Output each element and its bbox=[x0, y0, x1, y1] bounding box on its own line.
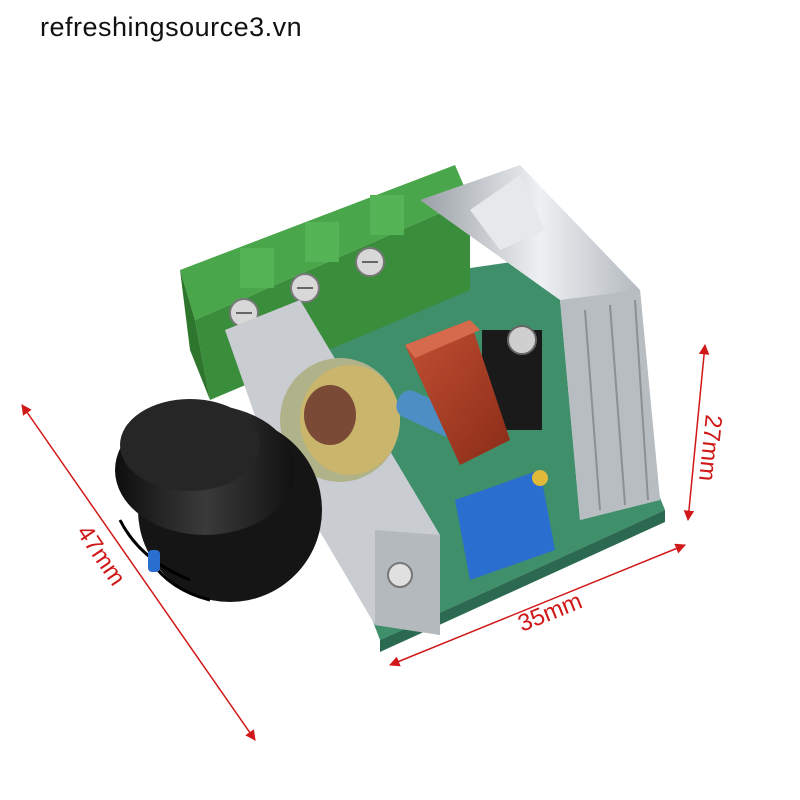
dimension-label-width: 35mm bbox=[514, 588, 586, 638]
watermark-text: refreshingsource3.vn bbox=[40, 12, 303, 42]
dimension-line-length bbox=[21, 404, 256, 741]
heatsink bbox=[420, 165, 660, 520]
dimension-line-height bbox=[683, 343, 710, 522]
dimension-line-width bbox=[389, 543, 686, 667]
potentiometer bbox=[280, 358, 400, 482]
terminal-block bbox=[180, 165, 470, 400]
dimension-label-height: 27mm bbox=[693, 413, 727, 482]
film-capacitor bbox=[405, 320, 510, 465]
dimension-label-length: 47mm bbox=[71, 520, 131, 590]
